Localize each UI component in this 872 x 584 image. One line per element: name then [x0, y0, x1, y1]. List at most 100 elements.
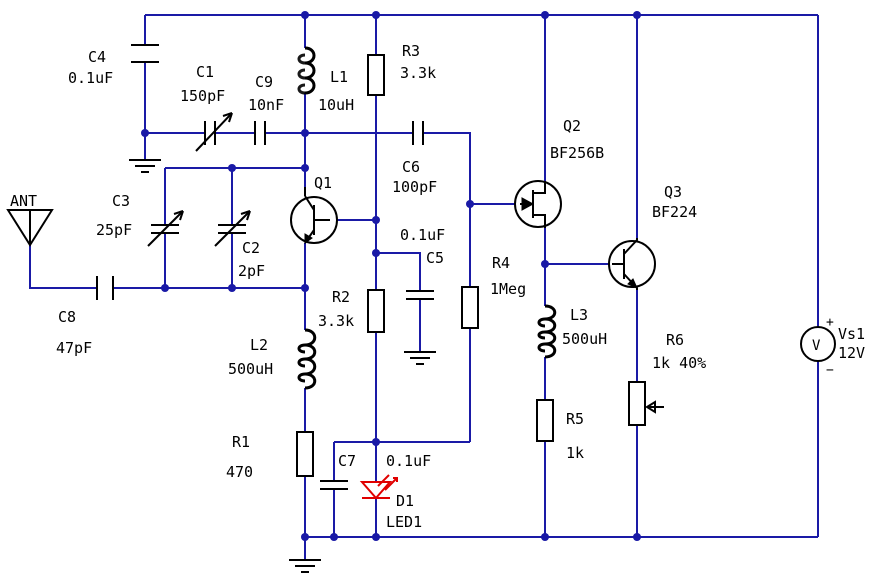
q3-name: Q3 [664, 183, 682, 201]
c6-value: 100pF [392, 178, 437, 196]
c9-name: C9 [255, 73, 273, 91]
wire-c6 [305, 132, 471, 442]
junction-dot [466, 200, 474, 208]
vs1-plus: + [826, 315, 834, 330]
l2-name: L2 [250, 336, 268, 354]
junction-dot [372, 11, 380, 19]
q2-name: Q2 [563, 117, 581, 135]
led-d1 [359, 474, 398, 500]
junction-dot [633, 11, 641, 19]
junction-dot [228, 164, 236, 172]
c2-value: 2pF [238, 262, 265, 280]
r5-name: R5 [566, 410, 584, 428]
c3-name: C3 [112, 192, 130, 210]
r3-name: R3 [402, 42, 420, 60]
labels: ANT C4 0.1uF C1 150pF C9 10nF L1 10uH R3… [10, 42, 865, 531]
transistor-q2-jfet [514, 180, 562, 228]
wire-antenna [29, 245, 97, 289]
junction-dots [141, 11, 641, 541]
voltage-source-vs1 [800, 326, 836, 362]
r5-value: 1k [566, 444, 584, 462]
c8-value: 47pF [56, 339, 92, 357]
c7-value: 0.1uF [386, 452, 431, 470]
vs1-minus: − [826, 363, 834, 378]
inductor-l1 [297, 46, 316, 95]
junction-dot [541, 260, 549, 268]
l2-value: 500uH [228, 360, 273, 378]
c2-name: C2 [242, 239, 260, 257]
vs1-value: 12V [838, 344, 865, 362]
antenna-symbol [6, 209, 54, 247]
inductor-l2 [297, 328, 317, 390]
wires [29, 14, 819, 560]
r4-value: 1Meg [490, 280, 526, 298]
vs1-name: Vs1 [838, 325, 865, 343]
r1-value: 470 [226, 463, 253, 481]
q3-value: BF224 [652, 203, 697, 221]
c3-value: 25pF [96, 221, 132, 239]
junction-dot [372, 249, 380, 257]
capacitor-c9 [254, 121, 266, 145]
ground-symbol [289, 559, 321, 573]
capacitor-c5 [406, 290, 434, 300]
junction-dot [633, 533, 641, 541]
transistor-q1 [290, 187, 338, 244]
junction-dot [161, 284, 169, 292]
q2-value: BF256B [550, 144, 604, 162]
d1-name: D1 [396, 492, 414, 510]
vs1-symbol: V [812, 338, 821, 354]
c4-name: C4 [88, 48, 106, 66]
r2-name: R2 [332, 288, 350, 306]
c9-value: 10nF [248, 96, 284, 114]
r2-value: 3.3k [318, 312, 354, 330]
antenna-label: ANT [10, 192, 37, 210]
junction-dot [301, 533, 309, 541]
junction-dot [330, 533, 338, 541]
junction-dot [228, 284, 236, 292]
capacitor-c3-variable [147, 210, 184, 247]
inductor-l3 [537, 304, 557, 359]
wire-c5 [376, 252, 421, 352]
capacitor-c7 [320, 480, 348, 490]
c5-name: C5 [426, 249, 444, 267]
junction-dot [372, 216, 380, 224]
c1-name: C1 [196, 63, 214, 81]
capacitor-c8 [96, 276, 114, 300]
junction-dot [141, 129, 149, 137]
resistor-r1 [296, 431, 314, 477]
junction-dot [301, 164, 309, 172]
junction-dot [541, 11, 549, 19]
l3-value: 500uH [562, 330, 607, 348]
l3-name: L3 [570, 306, 588, 324]
junction-dot [541, 533, 549, 541]
ground-symbol [404, 351, 436, 365]
resistor-r2 [367, 289, 385, 333]
r4-name: R4 [492, 254, 510, 272]
c7-name: C7 [338, 452, 356, 470]
capacitor-c2-variable [214, 210, 251, 247]
junction-dot [372, 533, 380, 541]
r6-name: R6 [666, 331, 684, 349]
transistor-q3 [608, 238, 656, 290]
capacitor-c4 [131, 44, 159, 63]
c6-name: C6 [402, 158, 420, 176]
resistor-r5 [536, 399, 554, 442]
d1-value: LED1 [386, 513, 422, 531]
q1-name: Q1 [314, 174, 332, 192]
l1-value: 10uH [318, 96, 354, 114]
junction-dot [301, 284, 309, 292]
junction-dot [372, 438, 380, 446]
resistor-r3 [367, 54, 385, 96]
r3-value: 3.3k [400, 64, 436, 82]
capacitor-c1-variable [195, 112, 233, 152]
ground-symbol [129, 159, 161, 173]
c4-value: 0.1uF [68, 69, 113, 87]
c5-value: 0.1uF [400, 226, 445, 244]
capacitor-c6 [412, 121, 424, 145]
junction-dot [301, 11, 309, 19]
l1-name: L1 [330, 68, 348, 86]
r1-name: R1 [232, 433, 250, 451]
potentiometer-r6 [628, 381, 664, 426]
r6-value: 1k 40% [652, 354, 706, 372]
